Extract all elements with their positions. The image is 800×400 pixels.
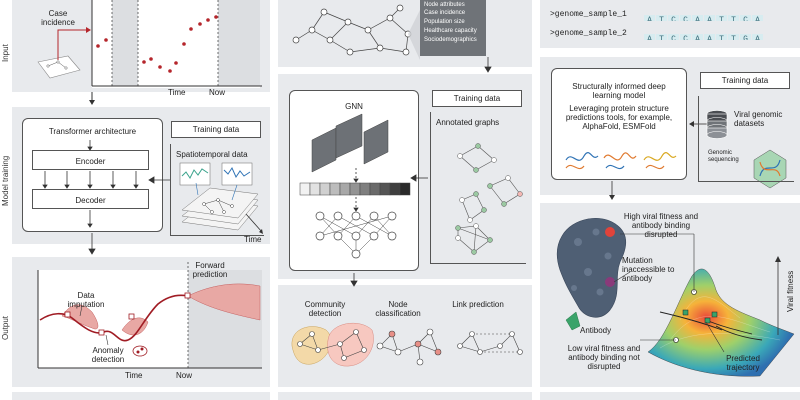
node-attribute-3: Healthcare capacity [424, 28, 477, 34]
spatiotemporal-label: Spatiotemporal data [176, 150, 248, 159]
base: G [740, 34, 751, 40]
protein-structures [565, 110, 787, 200]
data-imputation-label: Data imputation [67, 291, 105, 309]
base: A [704, 15, 715, 21]
base: T [728, 15, 739, 21]
predicted-trajectory-label: Predicted trajectory [726, 354, 760, 372]
case-incidence-label: Case incidence [41, 9, 75, 27]
decoder-box: Decoder [32, 189, 149, 209]
node-attributes-box [420, 0, 486, 56]
transformer-title: Transformer architecture [48, 127, 137, 136]
base: A [752, 15, 763, 21]
middle-training-data-label: Training data [453, 94, 501, 103]
viral-data-bracket [698, 96, 794, 182]
base: A [752, 34, 763, 40]
viral-genomic-datasets-label: Viral genomic datasets [734, 110, 783, 128]
output-chart [37, 262, 262, 369]
node-attribute-2: Population size [424, 19, 465, 25]
gnn-title: GNN [345, 102, 363, 111]
left-bottom-panel [12, 392, 270, 400]
community-detection-label: Community detection [304, 300, 346, 318]
base: T [656, 15, 667, 21]
base: A [692, 34, 703, 40]
encoder-box: Encoder [32, 150, 149, 170]
middle-bottom-panel [278, 392, 532, 400]
base: T [716, 34, 727, 40]
base: T [656, 34, 667, 40]
base: C [668, 15, 679, 21]
high-fitness-label: High viral fitness and antibody binding … [623, 212, 699, 239]
right-bottom-panel [540, 392, 800, 400]
middle-output-graphs [291, 323, 523, 367]
deep-learning-box [551, 68, 687, 180]
annotated-graphs-bracket [430, 112, 526, 264]
ellipsis: ... [764, 15, 771, 21]
transformer-arrows [42, 140, 170, 255]
right-training-data-box: Training data [700, 72, 790, 89]
node-attribute-4: Sociodemographics [424, 37, 477, 43]
base: C [680, 15, 691, 21]
model-desc: Leveraging protein structure predictions… [565, 104, 673, 131]
input-now-label: Now [209, 88, 226, 97]
annotated-graphs-label: Annotated graphs [436, 118, 500, 127]
input-graph [292, 4, 420, 60]
node-attribute-1: Case incidence [424, 10, 466, 16]
anomaly-detection-label: Anomaly detection [91, 346, 125, 364]
spatiotemporal-time-label: Time [244, 235, 262, 244]
node-attributes-title: Node attributes [424, 2, 465, 8]
middle-training-data-box: Training data [432, 90, 522, 107]
forward-prediction-label: Forward prediction [192, 261, 228, 279]
future-band [218, 0, 260, 86]
spatiotemporal-bracket [170, 144, 264, 236]
genome-1-label: >genome_sample_1 [550, 10, 627, 19]
model-title: Structurally informed deep learning mode… [572, 82, 666, 100]
right-input-panel [540, 0, 800, 48]
base: T [716, 15, 727, 21]
gap-band [112, 0, 138, 86]
encoder-label: Encoder [75, 157, 106, 166]
genomic-sequencing-label: Genomic sequencing [708, 150, 739, 163]
left-training-data-box: Training data [171, 121, 261, 138]
node-classification-label: Node classification [375, 300, 421, 318]
left-training-data-label: Training data [192, 125, 240, 134]
decoder-label: Decoder [75, 196, 106, 205]
transformer-box [22, 118, 163, 232]
ellipsis: ... [764, 34, 771, 40]
base: T [728, 34, 739, 40]
base: A [644, 15, 655, 21]
spatiotemporal-illustration [179, 162, 263, 234]
base: A [644, 34, 655, 40]
link-prediction-label: Link prediction [452, 300, 504, 309]
base: A [692, 15, 703, 21]
right-training-data-label: Training data [721, 76, 769, 85]
viral-fitness-axis-label: Viral fitness [786, 270, 795, 312]
antibody-label: Antibody [580, 326, 612, 335]
mutation-label: Mutation inaccessible to antibody [622, 256, 675, 283]
case-incidence-chart [37, 0, 262, 105]
base: C [668, 34, 679, 40]
base: C [740, 15, 751, 21]
genome-2-label: >genome_sample_2 [550, 29, 627, 38]
input-time-label: Time [168, 88, 186, 97]
low-fitness-label: Low viral fitness and antibody binding n… [567, 344, 641, 371]
output-now-label: Now [176, 371, 193, 380]
output-time-label: Time [125, 371, 143, 380]
gnn-illustration [299, 57, 523, 287]
base: C [680, 34, 691, 40]
base: A [704, 34, 715, 40]
